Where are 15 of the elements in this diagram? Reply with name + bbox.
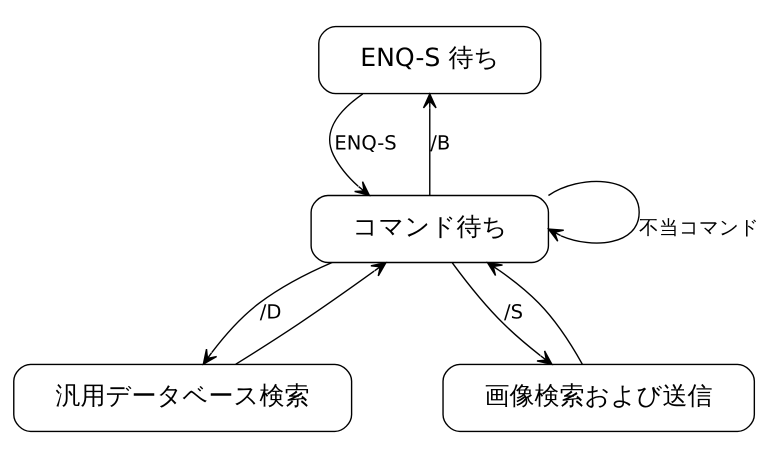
arrow	[548, 180, 640, 244]
edge-label: ENQ-S	[334, 132, 397, 155]
edge-label: 不当コマンド	[639, 216, 760, 240]
arrow	[235, 262, 387, 365]
arrow	[486, 262, 583, 365]
node-box: 汎用データベース検索	[13, 364, 352, 432]
edge-label: /S	[504, 300, 524, 324]
edge-label: /D	[260, 300, 282, 324]
arrow	[329, 93, 370, 196]
arrow	[202, 262, 332, 365]
node-box: 画像検索および送信	[442, 364, 756, 432]
node-box: ENQ-S 待ち	[318, 26, 542, 94]
arrow	[452, 262, 553, 366]
arrow	[422, 93, 437, 196]
node-box: コマンド待ち	[310, 194, 550, 264]
